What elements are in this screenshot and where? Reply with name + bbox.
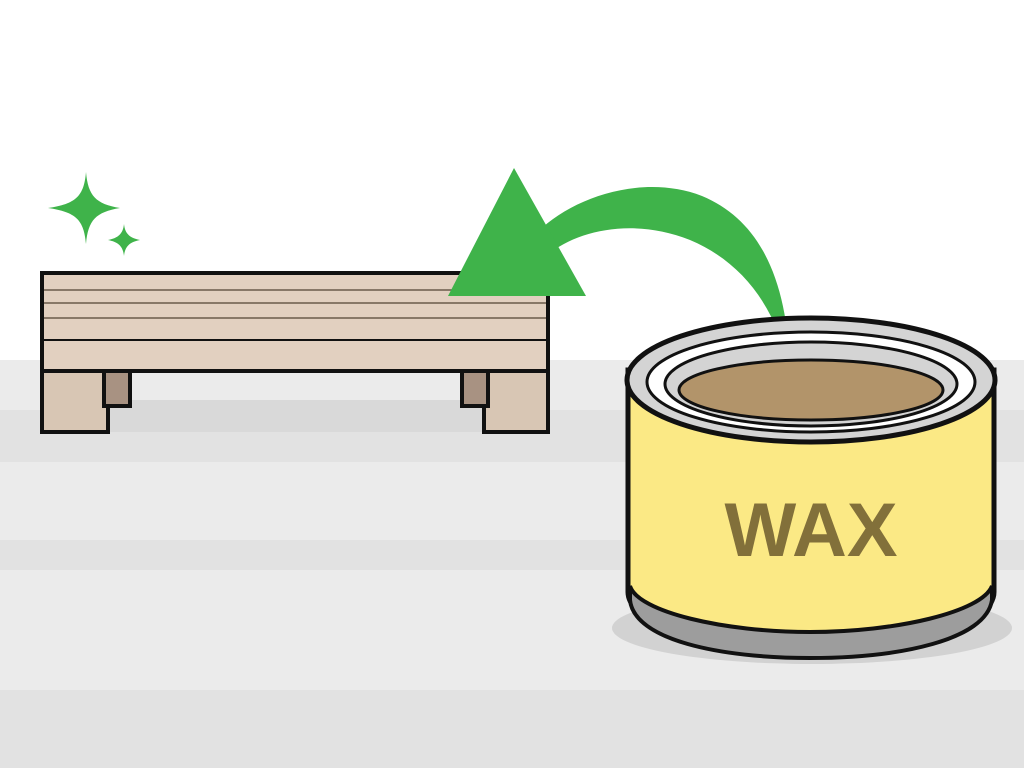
- sparkle-icon: [48, 172, 140, 256]
- sparkle-small: [108, 224, 140, 256]
- bench-leg-inner-left: [102, 366, 132, 408]
- bench-shadow: [106, 400, 486, 432]
- bench-leg-inner-right: [460, 366, 490, 408]
- bench-leg-left: [40, 364, 110, 434]
- sparkle-large: [48, 172, 120, 244]
- curved-arrow-icon: [448, 168, 790, 372]
- bench: [40, 271, 550, 434]
- can-bottom-band: [628, 585, 994, 661]
- wax-surface: [677, 358, 945, 422]
- bench-leg-right: [482, 364, 550, 434]
- wax-can: WAX: [612, 315, 1012, 664]
- can-label: WAX: [724, 488, 897, 573]
